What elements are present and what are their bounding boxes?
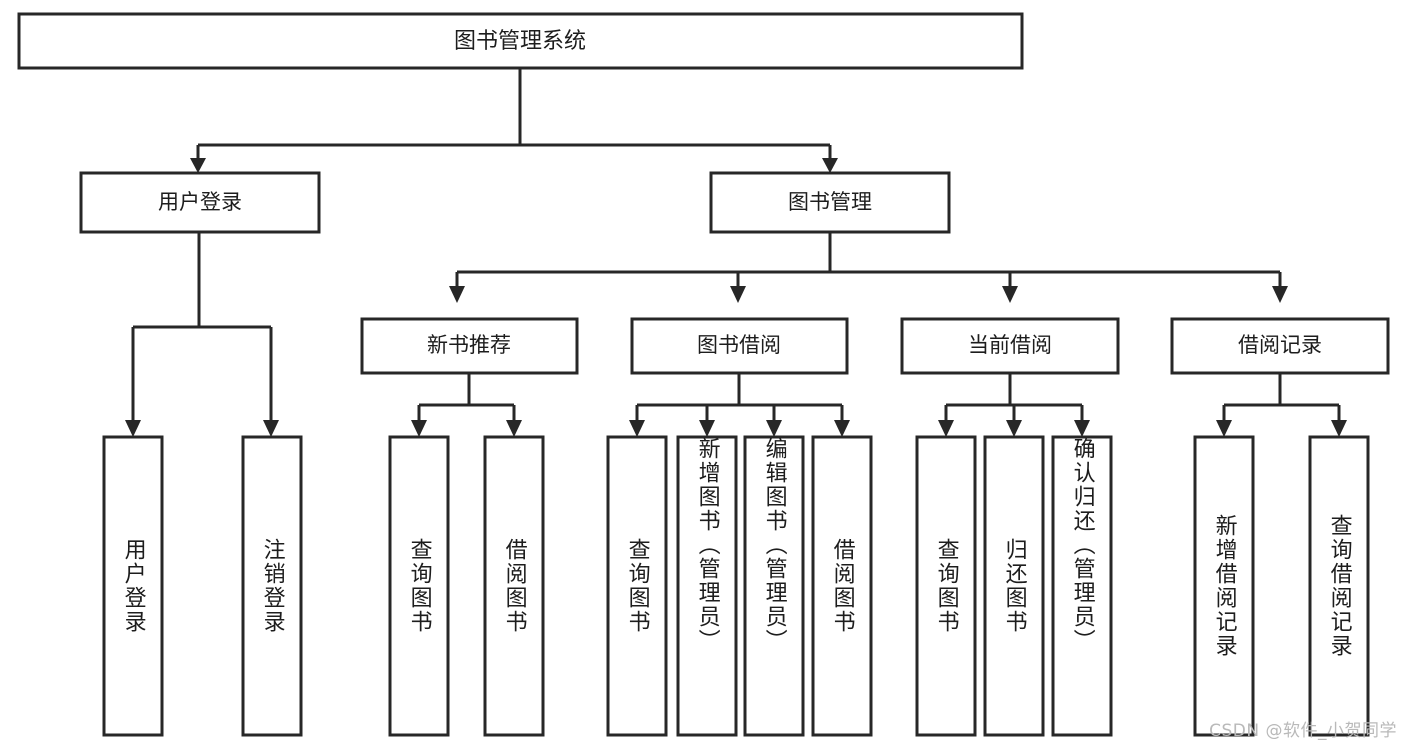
arrow-head-book-mgmt: [822, 158, 838, 173]
arrow-head-leaf-5: [629, 420, 645, 437]
arrow-head-leaf-3: [411, 420, 427, 437]
arrow-head-leaf-2: [263, 420, 279, 437]
node-user-login[interactable]: 用户登录: [79, 171, 321, 234]
arrow-head-leaf-11: [1074, 420, 1090, 437]
connector-group-newbook-to-leaves: [411, 373, 522, 437]
node-new-book-recommend[interactable]: 新书推荐: [360, 317, 579, 375]
node-box-leaf-user-login[interactable]: [102, 435, 164, 737]
arrow-head-leaf-1: [125, 420, 141, 437]
node-box-leaf-query-book-2[interactable]: [606, 435, 668, 737]
node-book-borrow[interactable]: 图书借阅: [630, 317, 849, 375]
arrow-head-leaf-6: [699, 420, 715, 437]
node-box-leaf-query-book-1[interactable]: [388, 435, 450, 737]
node-box-current-borrow[interactable]: [900, 317, 1120, 375]
node-label-user-login: 用户登录: [158, 190, 242, 214]
arrow-head-leaf-13: [1331, 420, 1347, 437]
arrow-head-leaf-7: [766, 420, 782, 437]
node-box-leaf-confirm-return[interactable]: [1051, 435, 1113, 737]
node-box-leaf-query-book-3[interactable]: [915, 435, 977, 737]
node-root[interactable]: 图书管理系统: [17, 12, 1024, 70]
node-box-leaf-return-book[interactable]: [983, 435, 1045, 737]
node-borrow-record[interactable]: 借阅记录: [1170, 317, 1390, 375]
arrow-head-leaf-9: [938, 420, 954, 437]
node-box-book-borrow[interactable]: [630, 317, 849, 375]
node-box-leaf-borrow-book-1[interactable]: [483, 435, 545, 737]
node-current-borrow[interactable]: 当前借阅: [900, 317, 1120, 375]
node-box-leaf-edit-book[interactable]: [743, 435, 805, 737]
node-box-borrow-record[interactable]: [1170, 317, 1390, 375]
node-label-borrow-record: 借阅记录: [1238, 333, 1322, 357]
connector-group-root-to-level2: [190, 68, 838, 173]
arrow-head-record: [1272, 286, 1288, 303]
node-box-leaf-add-book[interactable]: [676, 435, 738, 737]
node-box-leaf-borrow-book-2[interactable]: [811, 435, 873, 737]
node-label-book-management: 图书管理: [788, 190, 872, 214]
node-box-leaf-query-record[interactable]: [1308, 435, 1370, 737]
connector-group-record-to-leaves: [1216, 373, 1347, 437]
connector-group-borrow-to-leaves: [629, 373, 850, 437]
arrow-head-current: [1002, 286, 1018, 303]
node-label-book-borrow: 图书借阅: [697, 333, 781, 357]
node-label-current-borrow: 当前借阅: [968, 333, 1052, 357]
arrow-head-leaf-10: [1006, 420, 1022, 437]
connector-group-current-to-leaves: [938, 373, 1090, 437]
node-label-new-book-recommend: 新书推荐: [427, 333, 511, 357]
connector-group-userlogin-to-leaves: [125, 232, 279, 437]
node-box-new-book-recommend[interactable]: [360, 317, 579, 375]
arrow-head-newbook: [449, 286, 465, 303]
node-box-book-management[interactable]: [709, 171, 951, 234]
node-box-leaf-add-record[interactable]: [1193, 435, 1255, 737]
arrow-head-leaf-12: [1216, 420, 1232, 437]
arrow-head-leaf-8: [834, 420, 850, 437]
node-book-management[interactable]: 图书管理: [709, 171, 951, 234]
arrow-head-leaf-4: [506, 420, 522, 437]
node-box-user-login[interactable]: [79, 171, 321, 234]
connector-group-bookmgmt-to-level3: [449, 232, 1288, 303]
arrow-head-user-login: [190, 158, 206, 173]
node-label-root: 图书管理系统: [454, 29, 586, 54]
csdn-watermark: CSDN @软件_小贺同学: [1209, 721, 1397, 741]
node-box-leaf-logout[interactable]: [241, 435, 303, 737]
node-box-root[interactable]: [17, 12, 1024, 70]
arrow-head-borrow: [730, 286, 746, 303]
